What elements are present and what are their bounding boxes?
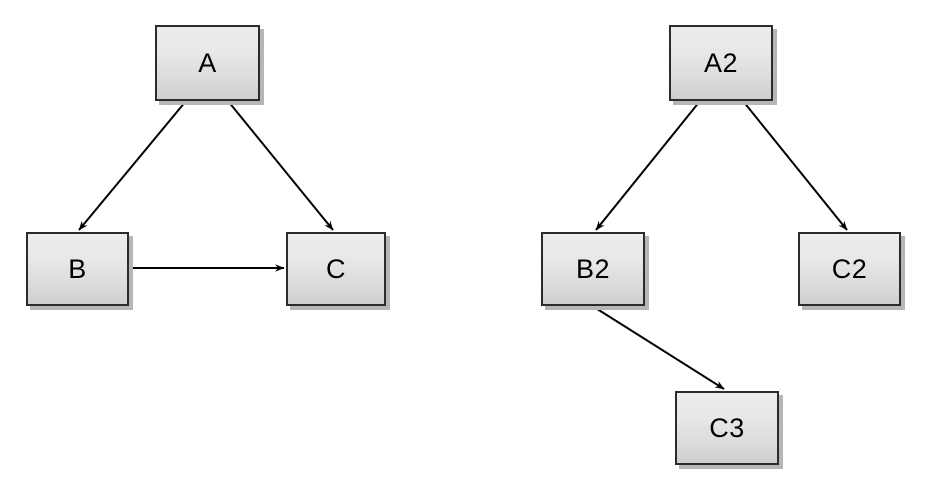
node-label-a2: A2 (703, 47, 739, 78)
node-label-b: B (68, 253, 87, 284)
edge-a-to-c (227, 100, 334, 231)
node-label-c: C (326, 253, 346, 284)
node-label-b2: B2 (575, 253, 611, 284)
node-c2[interactable]: C2 (798, 232, 901, 306)
node-a2[interactable]: A2 (669, 25, 773, 101)
node-b2[interactable]: B2 (541, 232, 645, 306)
node-c[interactable]: C (286, 232, 386, 306)
edge-b2-to-c3 (593, 306, 725, 390)
node-b[interactable]: B (26, 232, 129, 306)
edge-a2-to-b2 (595, 100, 701, 231)
node-label-c3: C3 (709, 412, 745, 443)
node-a[interactable]: A (155, 25, 260, 101)
edge-a2-to-c2 (742, 100, 848, 231)
node-label-c2: C2 (831, 253, 868, 284)
node-c3[interactable]: C3 (675, 391, 779, 465)
edge-a-to-b (78, 100, 187, 231)
node-label-a: A (198, 47, 217, 78)
